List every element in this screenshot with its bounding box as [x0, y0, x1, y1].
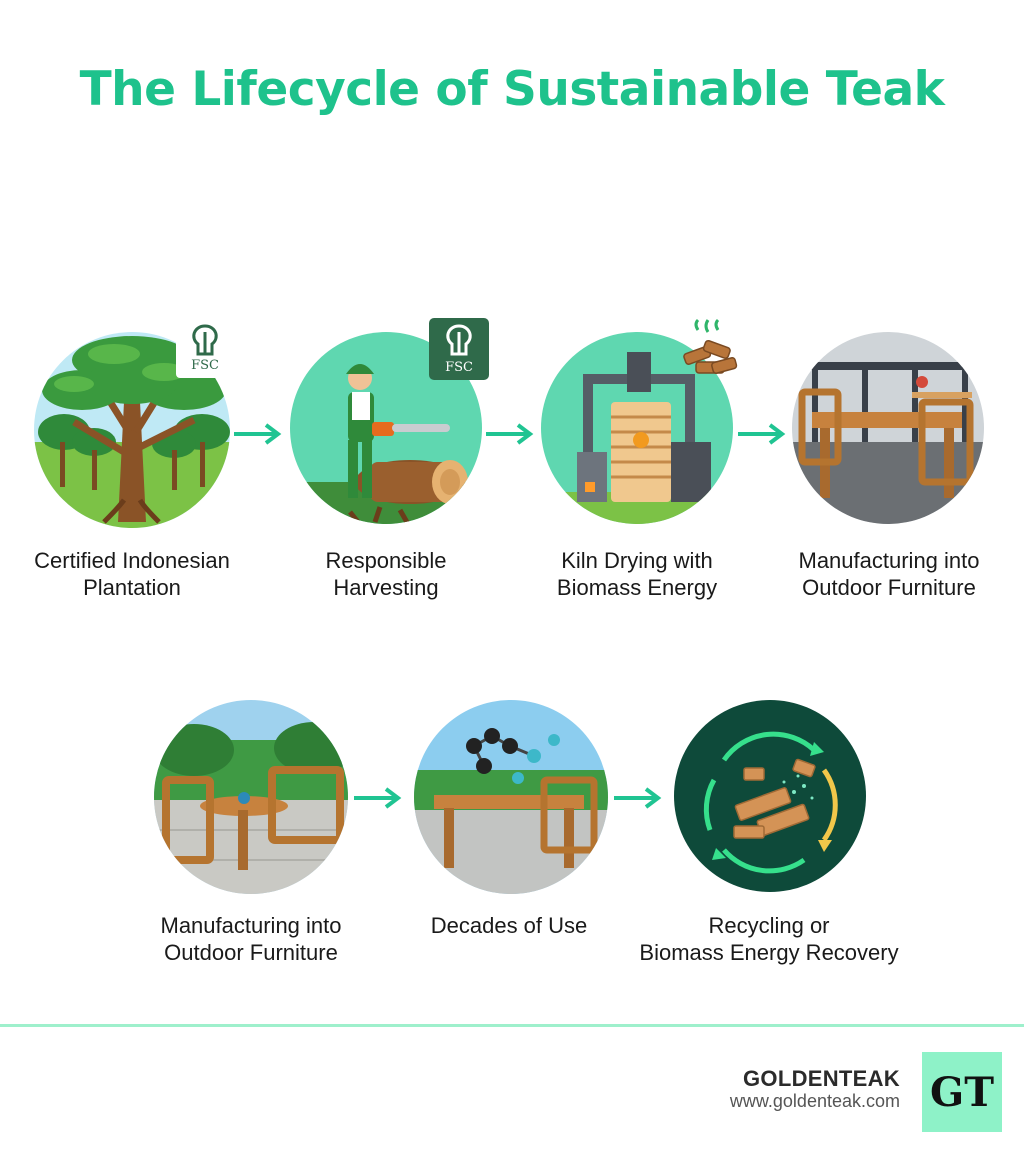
step-label-line: Biomass Energy: [556, 575, 718, 600]
step-label: Decades of Use: [359, 912, 659, 939]
flow-arrow: [486, 423, 534, 445]
step-label-line: Manufacturing into: [798, 548, 980, 573]
fsc-badge-label: FSC: [445, 360, 473, 375]
step-label: Kiln Drying with Biomass Energy: [487, 547, 787, 601]
fsc-certification-badge: FSC: [176, 318, 234, 378]
brand-url[interactable]: www.goldenteak.com: [729, 1091, 900, 1111]
recycling-wood-icon: [674, 700, 866, 892]
step-label: Manufacturing into Outdoor Furniture: [739, 547, 1024, 601]
patio-table-molecule-icon: [414, 700, 608, 894]
step-label-line: Responsible: [325, 548, 447, 573]
fsc-badge-label: FSC: [191, 358, 219, 373]
footer-divider: [0, 1024, 1024, 1027]
step-label: Manufacturing into Outdoor Furniture: [101, 912, 401, 966]
firewood-icon: [678, 318, 742, 382]
step-label: Recycling or Biomass Energy Recovery: [619, 912, 919, 966]
flow-arrow: [234, 423, 282, 445]
brand-name: GOLDENTEAK: [743, 1066, 900, 1091]
step-label-line: Outdoor Furniture: [802, 575, 976, 600]
step-label: Certified Indonesian Plantation: [0, 547, 282, 601]
step-label-line: Decades of Use: [430, 913, 588, 938]
step-label-line: Plantation: [83, 575, 181, 600]
step-label-line: Recycling or: [708, 913, 830, 938]
step-label-line: Certified Indonesian: [34, 548, 230, 573]
flow-arrow: [614, 787, 662, 809]
step-label: Responsible Harvesting: [236, 547, 536, 601]
brand-logo-text: GT: [930, 1068, 994, 1116]
step-label-line: Kiln Drying with: [561, 548, 713, 573]
flow-arrow: [354, 787, 402, 809]
furniture-workshop-icon: [792, 332, 984, 524]
step-label-line: Outdoor Furniture: [164, 940, 338, 965]
step-label-line: Manufacturing into: [160, 913, 342, 938]
flow-arrow: [738, 423, 786, 445]
step-label-line: Harvesting: [333, 575, 439, 600]
fsc-certification-badge: FSC: [429, 318, 489, 380]
page-title: The Lifecycle of Sustainable Teak: [79, 62, 945, 117]
step-label-line: Biomass Energy Recovery: [639, 940, 899, 965]
garden-furniture-icon: [154, 700, 348, 894]
brand-logo: GT: [922, 1052, 1002, 1132]
